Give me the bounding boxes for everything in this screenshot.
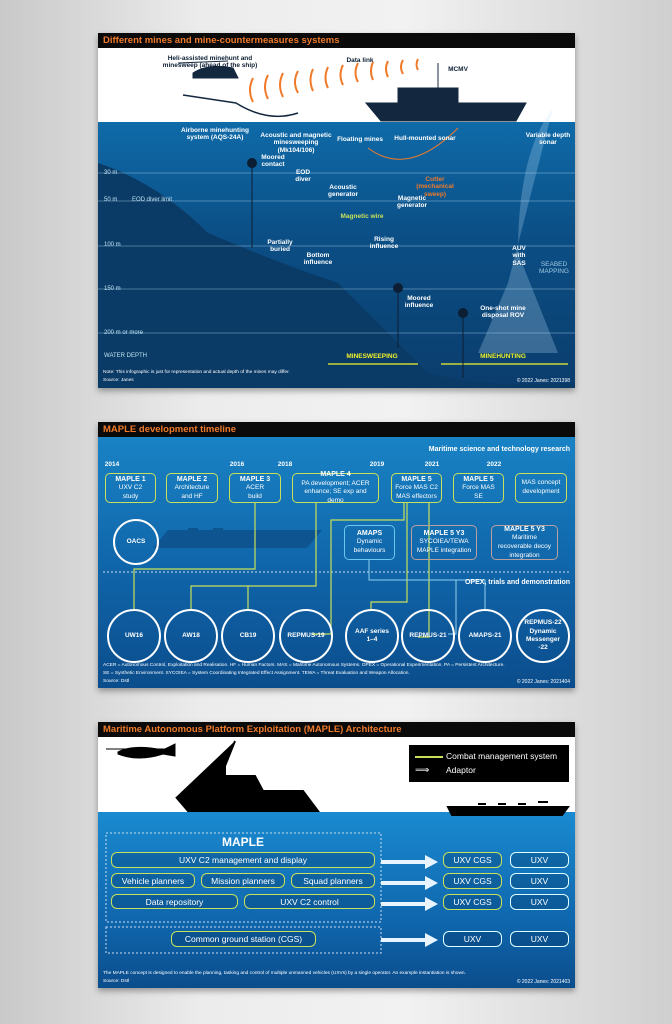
mcmv-ship-icon [364, 63, 527, 122]
event-uw16: UW16 [107, 609, 161, 663]
maple-architecture: Maritime Autonomous Platform Exploitatio… [98, 722, 575, 988]
warship-icon [175, 740, 320, 812]
cms-line-icon [415, 756, 443, 758]
oacs-circle: OACS [113, 519, 159, 565]
panel1-title: Different mines and mine-countermeasures… [98, 33, 575, 48]
data-link-waves [249, 58, 419, 103]
seabed [98, 163, 575, 388]
adaptor-arrow-icon: ⟹ [415, 765, 430, 776]
mas-concept-box: MAS concept development [515, 473, 567, 503]
panel2-title: MAPLE development timeline [98, 422, 575, 437]
usv-icon [446, 801, 570, 816]
event-repmus-22: REPMUS-22 Dynamic Messenger -22 [516, 609, 570, 663]
event-amaps-21: AMAPS-21 [458, 609, 512, 663]
maple-heading: MAPLE [222, 835, 264, 849]
timeline-connectors [103, 503, 570, 638]
drone-helicopter-icon [106, 743, 176, 759]
cutter-sweep [367, 127, 459, 160]
architecture-scene [105, 740, 570, 954]
event-cb19: CB19 [221, 609, 275, 663]
event-aw18: AW18 [164, 609, 218, 663]
event-aaf-series: AAF series 1–4 [345, 609, 399, 663]
panel3-title: Maritime Autonomous Platform Exploitatio… [98, 722, 575, 737]
event-repmus-19: REPMUS-19 [279, 609, 333, 663]
event-repmus-21: REPMUS-21 [401, 609, 455, 663]
maple-dashed-group [105, 832, 382, 923]
depth-gridlines [98, 172, 575, 334]
mines-infographic: Different mines and mine-countermeasures… [98, 33, 575, 388]
legend: Combat management system ⟹ Adaptor [409, 745, 569, 782]
helicopter-icon [177, 60, 239, 79]
submarine-silhouette [153, 528, 322, 548]
adaptor-arrows [381, 855, 438, 947]
maple-timeline: MAPLE development timeline Maritime scie… [98, 422, 575, 688]
sonar-beam [478, 108, 558, 353]
mines-scene [98, 58, 575, 388]
